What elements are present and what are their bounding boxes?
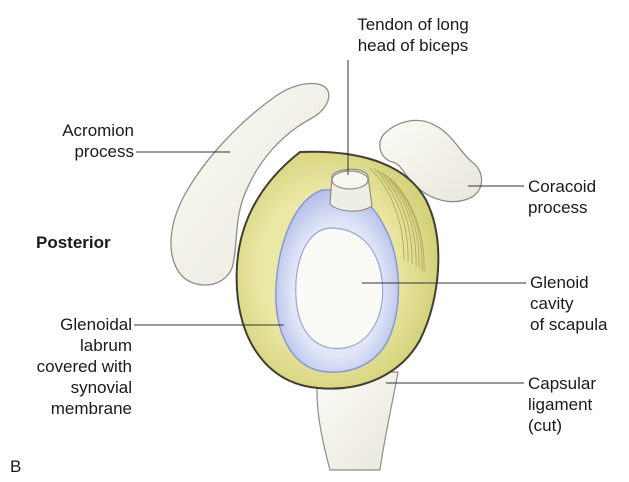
labrum-label-line3: covered with — [6, 356, 132, 377]
acromion-label: Acromion process — [14, 120, 134, 162]
capsular-label-line2: ligament — [528, 394, 624, 415]
biceps-tendon-cut-end — [332, 171, 368, 189]
acromion-label-line1: Acromion — [14, 120, 134, 141]
posterior-label: Posterior — [36, 232, 111, 253]
glenoid-label-line2: cavity — [530, 293, 626, 314]
panel-letter: B — [10, 456, 21, 477]
tendon-label: Tendon of long head of biceps — [333, 14, 493, 56]
acromion-label-line2: process — [14, 141, 134, 162]
labrum-label-line2: labrum — [6, 335, 132, 356]
capsular-ligament-label: Capsular ligament (cut) — [528, 373, 624, 436]
coracoid-label-line1: Coracoid — [528, 176, 624, 197]
tendon-label-line2: head of biceps — [333, 35, 493, 56]
coracoid-label: Coracoid process — [528, 176, 624, 218]
labrum-label-line1: Glenoidal — [6, 314, 132, 335]
glenoid-cavity-label: Glenoid cavity of scapula — [530, 272, 626, 335]
tendon-label-line1: Tendon of long — [333, 14, 493, 35]
glenoid-cavity — [296, 228, 383, 349]
glenoidal-labrum-label: Glenoidal labrum covered with synovial m… — [6, 314, 132, 419]
coracoid-label-line2: process — [528, 197, 624, 218]
labrum-label-line5: membrane — [6, 398, 132, 419]
capsular-label-line3: (cut) — [528, 415, 624, 436]
capsular-label-line1: Capsular — [528, 373, 624, 394]
glenoid-label-line3: of scapula — [530, 314, 626, 335]
labrum-label-line4: synovial — [6, 377, 132, 398]
glenoid-label-line1: Glenoid — [530, 272, 626, 293]
